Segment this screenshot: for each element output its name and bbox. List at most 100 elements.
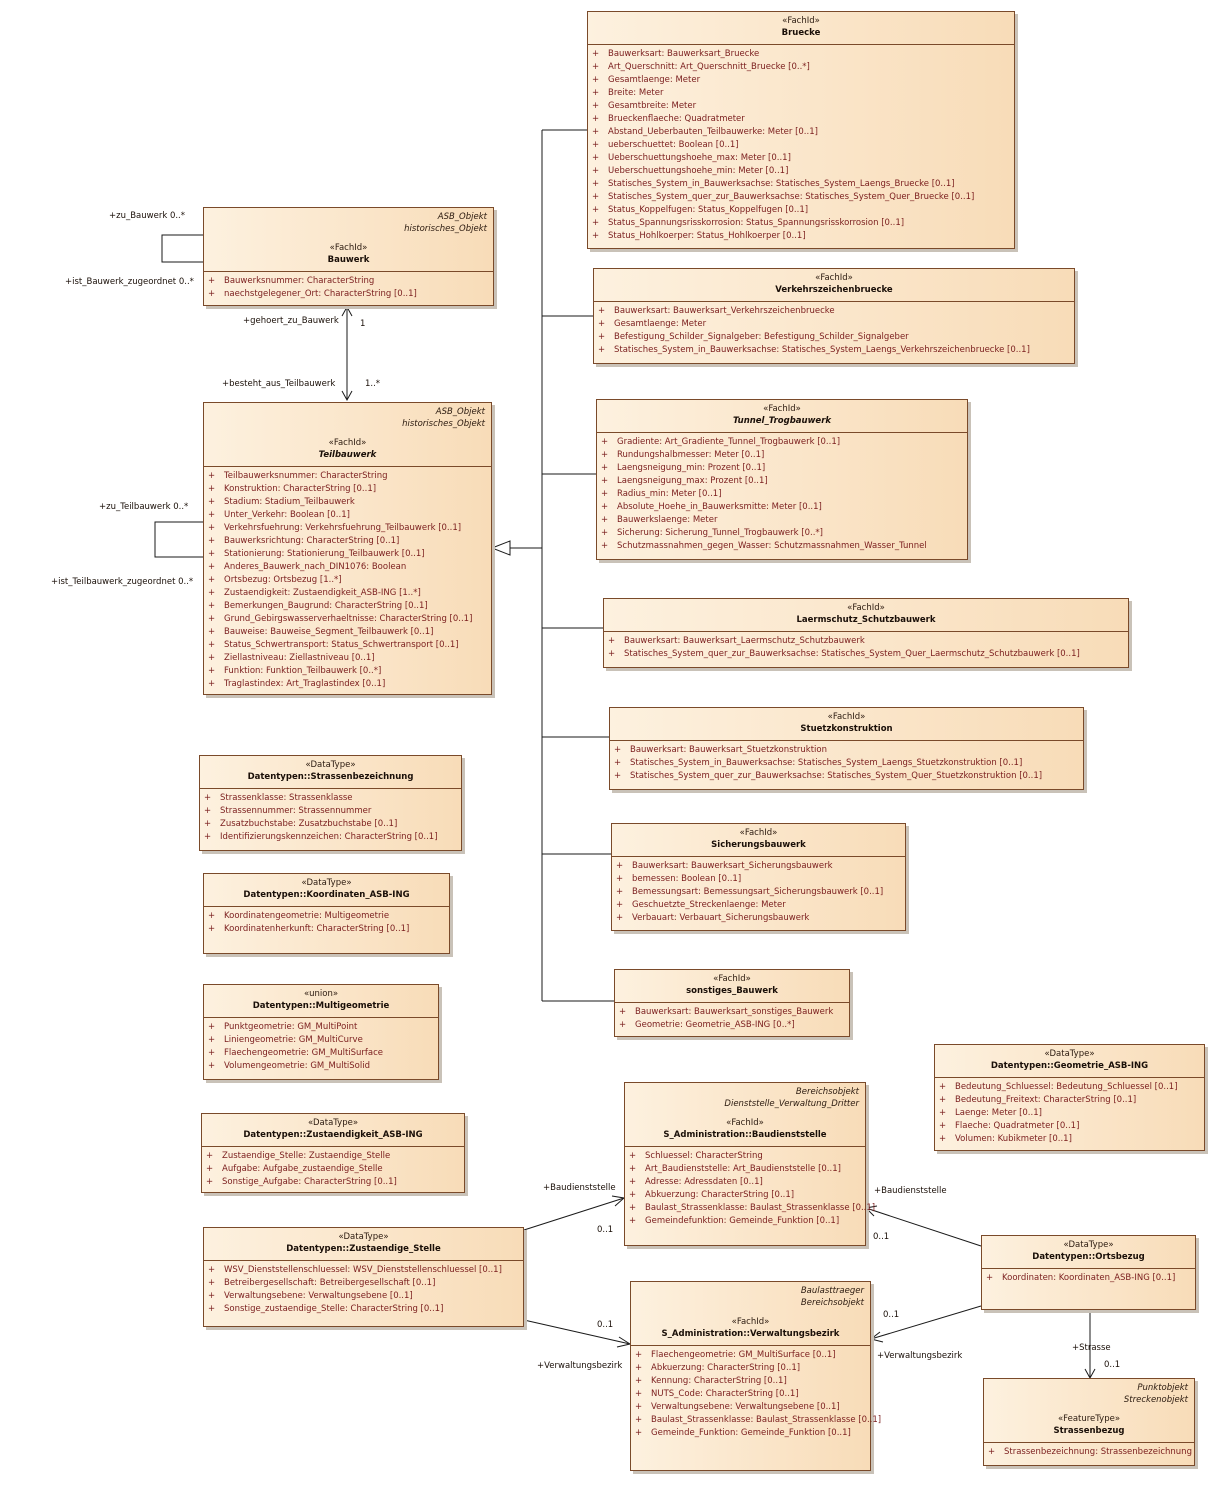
attribute-row[interactable]: +Art_Querschnitt: Art_Querschnitt_Brueck… xyxy=(592,61,1010,74)
attribute-row[interactable]: +Bauwerksart: Bauwerksart_sonstiges_Bauw… xyxy=(619,1006,845,1019)
attribute-row[interactable]: +Bemessungsart: Bemessungsart_Sicherungs… xyxy=(616,886,901,899)
attribute-row[interactable]: +Statisches_System_quer_zur_Bauwerksachs… xyxy=(608,648,1124,661)
attribute-row[interactable]: +Liniengeometrie: GM_MultiCurve xyxy=(208,1034,434,1047)
attribute-row[interactable]: +Statisches_System_in_Bauwerksachse: Sta… xyxy=(598,344,1070,357)
attribute-row[interactable]: +Schluessel: CharacterString xyxy=(629,1150,861,1163)
class-zustaendige[interactable]: «DataType»Datentypen::Zustaendige_Stelle… xyxy=(203,1227,524,1327)
attribute-row[interactable]: +Abkuerzung: CharacterString [0..1] xyxy=(629,1189,861,1202)
attribute-row[interactable]: +Unter_Verkehr: Boolean [0..1] xyxy=(208,509,487,522)
attribute-row[interactable]: +Traglastindex: Art_Traglastindex [0..1] xyxy=(208,678,487,691)
attribute-row[interactable]: +Bemerkungen_Baugrund: CharacterString [… xyxy=(208,600,487,613)
attribute-row[interactable]: +ueberschuettet: Boolean [0..1] xyxy=(592,139,1010,152)
attribute-row[interactable]: +Flaechengeometrie: GM_MultiSurface [0..… xyxy=(635,1349,866,1362)
attribute-row[interactable]: +Laengsneigung_min: Prozent [0..1] xyxy=(601,462,963,475)
attribute-row[interactable]: +Verbauart: Verbauart_Sicherungsbauwerk xyxy=(616,912,901,925)
attribute-row[interactable]: +Konstruktion: CharacterString [0..1] xyxy=(208,483,487,496)
attribute-row[interactable]: +Adresse: Adressdaten [0..1] xyxy=(629,1176,861,1189)
attribute-row[interactable]: +Art_Baudienststelle: Art_Baudienststell… xyxy=(629,1163,861,1176)
attribute-row[interactable]: +Baulast_Strassenklasse: Baulast_Strasse… xyxy=(635,1414,881,1427)
attribute-row[interactable]: +Gesamtbreite: Meter xyxy=(592,100,1010,113)
attribute-row[interactable]: +Sicherung: Sicherung_Tunnel_Trogbauwerk… xyxy=(601,527,963,540)
attribute-row[interactable]: +bemessen: Boolean [0..1] xyxy=(616,873,901,886)
attribute-row[interactable]: +Gemeinde_Funktion: Gemeinde_Funktion [0… xyxy=(635,1427,866,1440)
attribute-row[interactable]: +Statisches_System_in_Bauwerksachse: Sta… xyxy=(592,178,1010,191)
attribute-row[interactable]: +Bauwerkslaenge: Meter xyxy=(601,514,963,527)
class-koordinaten[interactable]: «DataType»Datentypen::Koordinaten_ASB-IN… xyxy=(203,873,450,954)
attribute-row[interactable]: +Befestigung_Schilder_Signalgeber: Befes… xyxy=(598,331,1070,344)
attribute-row[interactable]: +Bedeutung_Freitext: CharacterString [0.… xyxy=(939,1094,1200,1107)
class-verkehrszeichenbruecke[interactable]: «FachId»Verkehrszeichenbruecke+Bauwerksa… xyxy=(593,268,1075,364)
attribute-row[interactable]: +Bauwerksart: Bauwerksart_Stuetzkonstruk… xyxy=(614,744,1079,757)
attribute-row[interactable]: +Flaeche: Quadratmeter [0..1] xyxy=(939,1120,1200,1133)
attribute-row[interactable]: +Bauwerksart: Bauwerksart_Bruecke xyxy=(592,48,1010,61)
attribute-row[interactable]: +Strassenbezeichnung: Strassenbezeichnun… xyxy=(988,1446,1192,1459)
attribute-row[interactable]: +Zusatzbuchstabe: Zusatzbuchstabe [0..1] xyxy=(204,818,457,831)
attribute-row[interactable]: +Status_Schwertransport: Status_Schwertr… xyxy=(208,639,487,652)
attribute-row[interactable]: +Gradiente: Art_Gradiente_Tunnel_Trogbau… xyxy=(601,436,963,449)
attribute-row[interactable]: +Stationierung: Stationierung_Teilbauwer… xyxy=(208,548,487,561)
attribute-row[interactable]: +Anderes_Bauwerk_nach_DIN1076: Boolean xyxy=(208,561,487,574)
class-ortsbezug[interactable]: «DataType»Datentypen::Ortsbezug+Koordina… xyxy=(981,1235,1196,1310)
attribute-row[interactable]: +Zustaendige_Stelle: Zustaendige_Stelle xyxy=(206,1150,460,1163)
class-geometrie[interactable]: «DataType»Datentypen::Geometrie_ASB-ING+… xyxy=(934,1044,1205,1151)
attribute-row[interactable]: +Statisches_System_in_Bauwerksachse: Sta… xyxy=(614,757,1079,770)
attribute-row[interactable]: +Abkuerzung: CharacterString [0..1] xyxy=(635,1362,866,1375)
attribute-row[interactable]: +Baulast_Strassenklasse: Baulast_Strasse… xyxy=(629,1202,875,1215)
attribute-row[interactable]: +Koordinatenherkunft: CharacterString [0… xyxy=(208,923,445,936)
attribute-row[interactable]: +Volumengeometrie: GM_MultiSolid xyxy=(208,1060,434,1073)
attribute-row[interactable]: +Status_Spannungsrisskorrosion: Status_S… xyxy=(592,217,1010,230)
attribute-row[interactable]: +Abstand_Ueberbauten_Teilbauwerke: Meter… xyxy=(592,126,1010,139)
attribute-row[interactable]: +Bauweise: Bauweise_Segment_Teilbauwerk … xyxy=(208,626,487,639)
attribute-row[interactable]: +Schutzmassnahmen_gegen_Wasser: Schutzma… xyxy=(601,540,963,553)
attribute-row[interactable]: +Koordinatengeometrie: Multigeometrie xyxy=(208,910,445,923)
attribute-row[interactable]: +Bauwerksrichtung: CharacterString [0..1… xyxy=(208,535,487,548)
class-sonstiges[interactable]: «FachId»sonstiges_Bauwerk+Bauwerksart: B… xyxy=(614,969,850,1037)
attribute-row[interactable]: +Ueberschuettungshoehe_max: Meter [0..1] xyxy=(592,152,1010,165)
attribute-row[interactable]: +Flaechengeometrie: GM_MultiSurface xyxy=(208,1047,434,1060)
attribute-row[interactable]: +Rundungshalbmesser: Meter [0..1] xyxy=(601,449,963,462)
attribute-row[interactable]: +Sonstige_zustaendige_Stelle: CharacterS… xyxy=(208,1303,519,1316)
attribute-row[interactable]: +Teilbauwerksnummer: CharacterString xyxy=(208,470,487,483)
class-bruecke[interactable]: «FachId»Bruecke+Bauwerksart: Bauwerksart… xyxy=(587,11,1015,249)
attribute-row[interactable]: +Strassenklasse: Strassenklasse xyxy=(204,792,457,805)
attribute-row[interactable]: +Laenge: Meter [0..1] xyxy=(939,1107,1200,1120)
attribute-row[interactable]: +Laengsneigung_max: Prozent [0..1] xyxy=(601,475,963,488)
attribute-row[interactable]: +Ueberschuettungshoehe_min: Meter [0..1] xyxy=(592,165,1010,178)
class-tunnel[interactable]: «FachId»Tunnel_Trogbauwerk+Gradiente: Ar… xyxy=(596,399,968,560)
attribute-row[interactable]: +Strassennummer: Strassennummer xyxy=(204,805,457,818)
attribute-row[interactable]: +Bedeutung_Schluessel: Bedeutung_Schlues… xyxy=(939,1081,1200,1094)
attribute-row[interactable]: +Koordinaten: Koordinaten_ASB-ING [0..1] xyxy=(986,1272,1191,1285)
attribute-row[interactable]: +Bauwerksnummer: CharacterString xyxy=(208,275,489,288)
attribute-row[interactable]: +Breite: Meter xyxy=(592,87,1010,100)
attribute-row[interactable]: +Statisches_System_quer_zur_Bauwerksachs… xyxy=(592,191,1010,204)
attribute-row[interactable]: +Aufgabe: Aufgabe_zustaendige_Stelle xyxy=(206,1163,460,1176)
attribute-row[interactable]: +Funktion: Funktion_Teilbauwerk [0..*] xyxy=(208,665,487,678)
attribute-row[interactable]: +Punktgeometrie: GM_MultiPoint xyxy=(208,1021,434,1034)
attribute-row[interactable]: +Gesamtlaenge: Meter xyxy=(598,318,1070,331)
attribute-row[interactable]: +Kennung: CharacterString [0..1] xyxy=(635,1375,866,1388)
attribute-row[interactable]: +Ortsbezug: Ortsbezug [1..*] xyxy=(208,574,487,587)
attribute-row[interactable]: +Geschuetzte_Streckenlaenge: Meter xyxy=(616,899,901,912)
attribute-row[interactable]: +Betreibergesellschaft: Betreibergesells… xyxy=(208,1277,519,1290)
class-stuetz[interactable]: «FachId»Stuetzkonstruktion+Bauwerksart: … xyxy=(609,707,1084,790)
attribute-row[interactable]: +Radius_min: Meter [0..1] xyxy=(601,488,963,501)
attribute-row[interactable]: +naechstgelegener_Ort: CharacterString [… xyxy=(208,288,489,301)
attribute-row[interactable]: +Bauwerksart: Bauwerksart_Verkehrszeiche… xyxy=(598,305,1070,318)
attribute-row[interactable]: +Identifizierungskennzeichen: CharacterS… xyxy=(204,831,457,844)
attribute-row[interactable]: +Status_Hohlkoerper: Status_Hohlkoerper … xyxy=(592,230,1010,243)
attribute-row[interactable]: +Geometrie: Geometrie_ASB-ING [0..*] xyxy=(619,1019,845,1032)
attribute-row[interactable]: +Verwaltungsebene: Verwaltungsebene [0..… xyxy=(635,1401,866,1414)
attribute-row[interactable]: +WSV_Dienststellenschluessel: WSV_Dienst… xyxy=(208,1264,519,1277)
attribute-row[interactable]: +Status_Koppelfugen: Status_Koppelfugen … xyxy=(592,204,1010,217)
attribute-row[interactable]: +Absolute_Hoehe_in_Bauwerksmitte: Meter … xyxy=(601,501,963,514)
attribute-row[interactable]: +Verwaltungsebene: Verwaltungsebene [0..… xyxy=(208,1290,519,1303)
attribute-row[interactable]: +Stadium: Stadium_Teilbauwerk xyxy=(208,496,487,509)
attribute-row[interactable]: +Sonstige_Aufgabe: CharacterString [0..1… xyxy=(206,1176,460,1189)
attribute-row[interactable]: +Gesamtlaenge: Meter xyxy=(592,74,1010,87)
attribute-row[interactable]: +Ziellastniveau: Ziellastniveau [0..1] xyxy=(208,652,487,665)
